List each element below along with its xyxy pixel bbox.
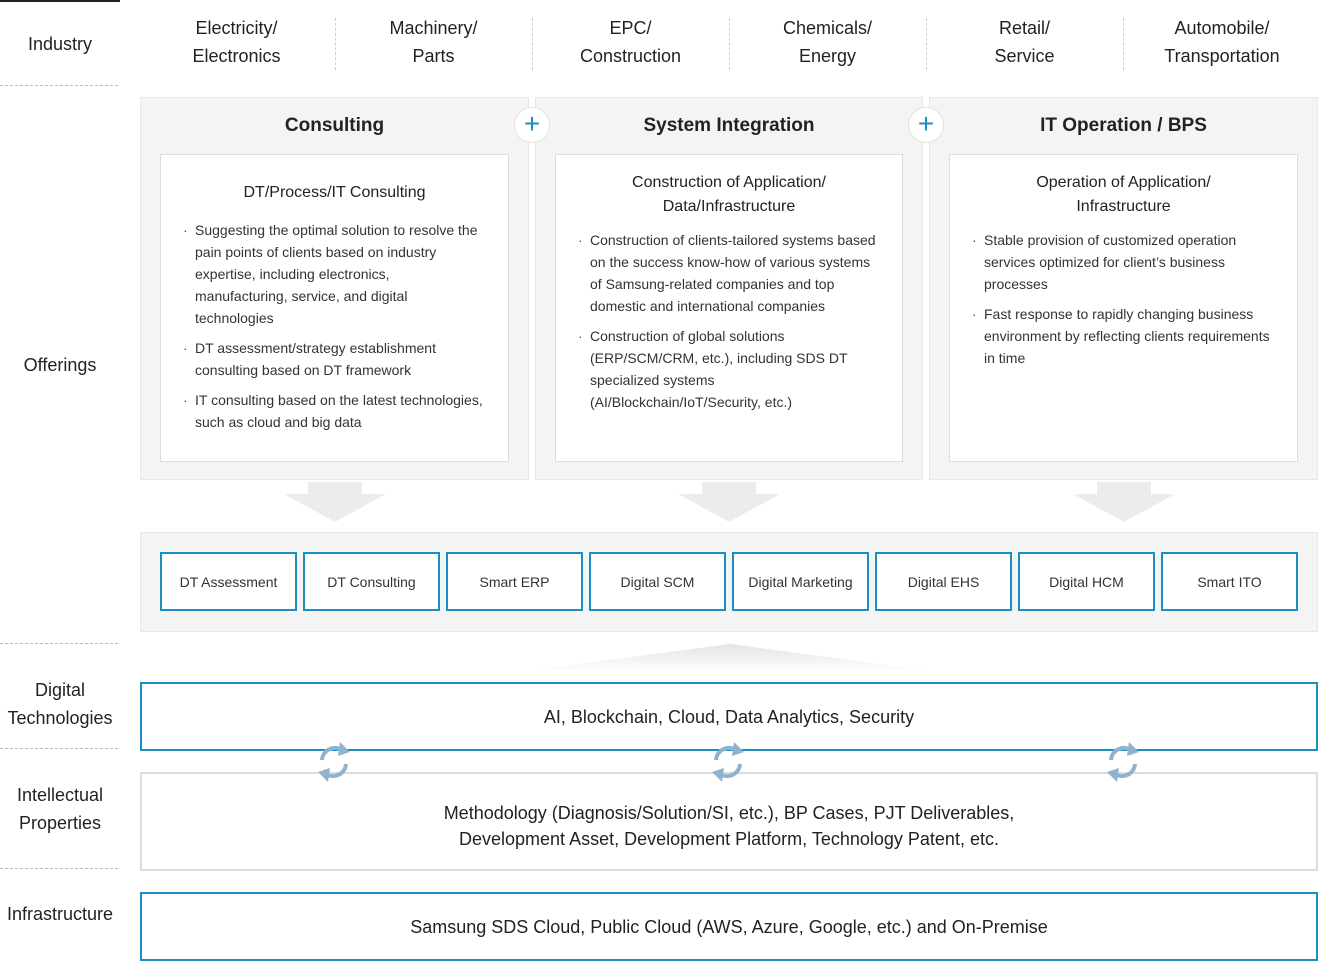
industry-line: Energy (798, 46, 857, 66)
offering-detail-box: DT/Process/IT Consulting Suggesting the … (160, 154, 509, 462)
offering-subtitle: Construction of Application/ (632, 174, 826, 191)
down-arrow-icon (284, 482, 386, 522)
industry-line: EPC/ (609, 18, 652, 38)
divider (0, 85, 118, 86)
divider (0, 748, 118, 749)
cycle-arrows-icon (1107, 742, 1139, 782)
row-label-line: Digital (34, 680, 86, 700)
offering-bullet: Fast response to rapidly changing busine… (972, 303, 1275, 369)
industry-line: Chemicals/ (782, 18, 873, 38)
offering-detail-box: Construction of Application/ Data/Infras… (555, 154, 903, 462)
row-label-line: Properties (18, 813, 102, 833)
offering-bullet-list: Stable provision of customized operation… (972, 229, 1275, 369)
industry-separator (532, 18, 533, 70)
industry-separator (1123, 18, 1124, 70)
industry-chemicals-energy: Chemicals/ Energy (729, 14, 926, 74)
industry-line: Retail/ (998, 18, 1051, 38)
industry-line: Electricity/ (195, 18, 278, 38)
row-label-line: Intellectual (16, 785, 104, 805)
row-label-offerings: Offerings (23, 355, 97, 375)
solution-dt-assessment: DT Assessment (160, 552, 297, 611)
industry-epc-construction: EPC/ Construction (532, 14, 729, 74)
digital-technologies-box: AI, Blockchain, Cloud, Data Analytics, S… (140, 682, 1318, 751)
offering-detail-box: Operation of Application/ Infrastructure… (949, 154, 1298, 462)
offering-subtitle: Operation of Application/ (1036, 174, 1211, 191)
solution-digital-marketing: Digital Marketing (732, 552, 869, 611)
row-label-infrastructure: Infrastructure (6, 904, 114, 924)
row-label-industry: Industry (27, 34, 93, 54)
row-label-digital-technologies: Digital Technologies (0, 676, 120, 732)
industry-line: Transportation (1164, 46, 1280, 66)
solution-smart-ito: Smart ITO (1161, 552, 1298, 611)
offering-bullet-list: Suggesting the optimal solution to resol… (183, 219, 486, 433)
down-arrow-icon (678, 482, 780, 522)
up-wedge-shape (520, 644, 940, 672)
row-label-line: Technologies (7, 708, 113, 728)
offering-bullet: Construction of global solutions (ERP/SC… (578, 325, 880, 413)
industry-separator (926, 18, 927, 70)
solution-digital-hcm: Digital HCM (1018, 552, 1155, 611)
intellectual-properties-text: Development Asset, Development Platform,… (459, 828, 999, 849)
offering-bullet: Construction of clients-tailored systems… (578, 229, 880, 317)
industry-line: Service (994, 46, 1055, 66)
offering-subtitle: Infrastructure (1076, 198, 1171, 215)
divider (0, 643, 118, 644)
plus-icon: + (908, 107, 944, 143)
solution-dt-consulting: DT Consulting (303, 552, 440, 611)
industry-line: Construction (579, 46, 682, 66)
divider (0, 868, 118, 869)
industry-separator (729, 18, 730, 70)
solution-digital-ehs: Digital EHS (875, 552, 1012, 611)
intellectual-properties-box: Methodology (Diagnosis/Solution/SI, etc.… (140, 772, 1318, 871)
offering-bullet: DT assessment/strategy establishment con… (183, 337, 486, 381)
row-label-intellectual-properties: Intellectual Properties (0, 781, 120, 837)
cycle-arrows-icon (318, 742, 350, 782)
solution-smart-erp: Smart ERP (446, 552, 583, 611)
offering-title: System Integration (643, 115, 815, 136)
infrastructure-box: Samsung SDS Cloud, Public Cloud (AWS, Az… (140, 892, 1318, 961)
digital-technologies-text: AI, Blockchain, Cloud, Data Analytics, S… (543, 706, 915, 727)
cycle-arrows-icon (712, 742, 744, 782)
plus-icon: + (514, 107, 550, 143)
industry-retail-service: Retail/ Service (926, 14, 1123, 74)
industry-separator (335, 18, 336, 70)
offering-title: IT Operation / BPS (1040, 115, 1207, 136)
industry-electricity-electronics: Electricity/ Electronics (138, 14, 335, 74)
industry-line: Automobile/ (1174, 18, 1270, 38)
industry-line: Electronics (192, 46, 281, 66)
industry-line: Parts (412, 46, 455, 66)
offering-bullet: Stable provision of customized operation… (972, 229, 1275, 295)
offering-title: Consulting (284, 115, 385, 136)
offering-bullet-list: Construction of clients-tailored systems… (578, 229, 880, 413)
infrastructure-text: Samsung SDS Cloud, Public Cloud (AWS, Az… (410, 916, 1048, 937)
offering-bullet: IT consulting based on the latest techno… (183, 389, 486, 433)
offering-bullet: Suggesting the optimal solution to resol… (183, 219, 486, 329)
offering-subtitle: DT/Process/IT Consulting (243, 184, 426, 201)
industry-line: Machinery/ (389, 18, 478, 38)
solution-digital-scm: Digital SCM (589, 552, 726, 611)
industry-automobile-transportation: Automobile/ Transportation (1123, 14, 1318, 74)
industry-machinery-parts: Machinery/ Parts (335, 14, 532, 74)
top-rule (0, 0, 120, 2)
down-arrow-icon (1073, 482, 1175, 522)
intellectual-properties-text: Methodology (Diagnosis/Solution/SI, etc.… (443, 802, 1015, 823)
offering-subtitle: Data/Infrastructure (662, 198, 796, 215)
